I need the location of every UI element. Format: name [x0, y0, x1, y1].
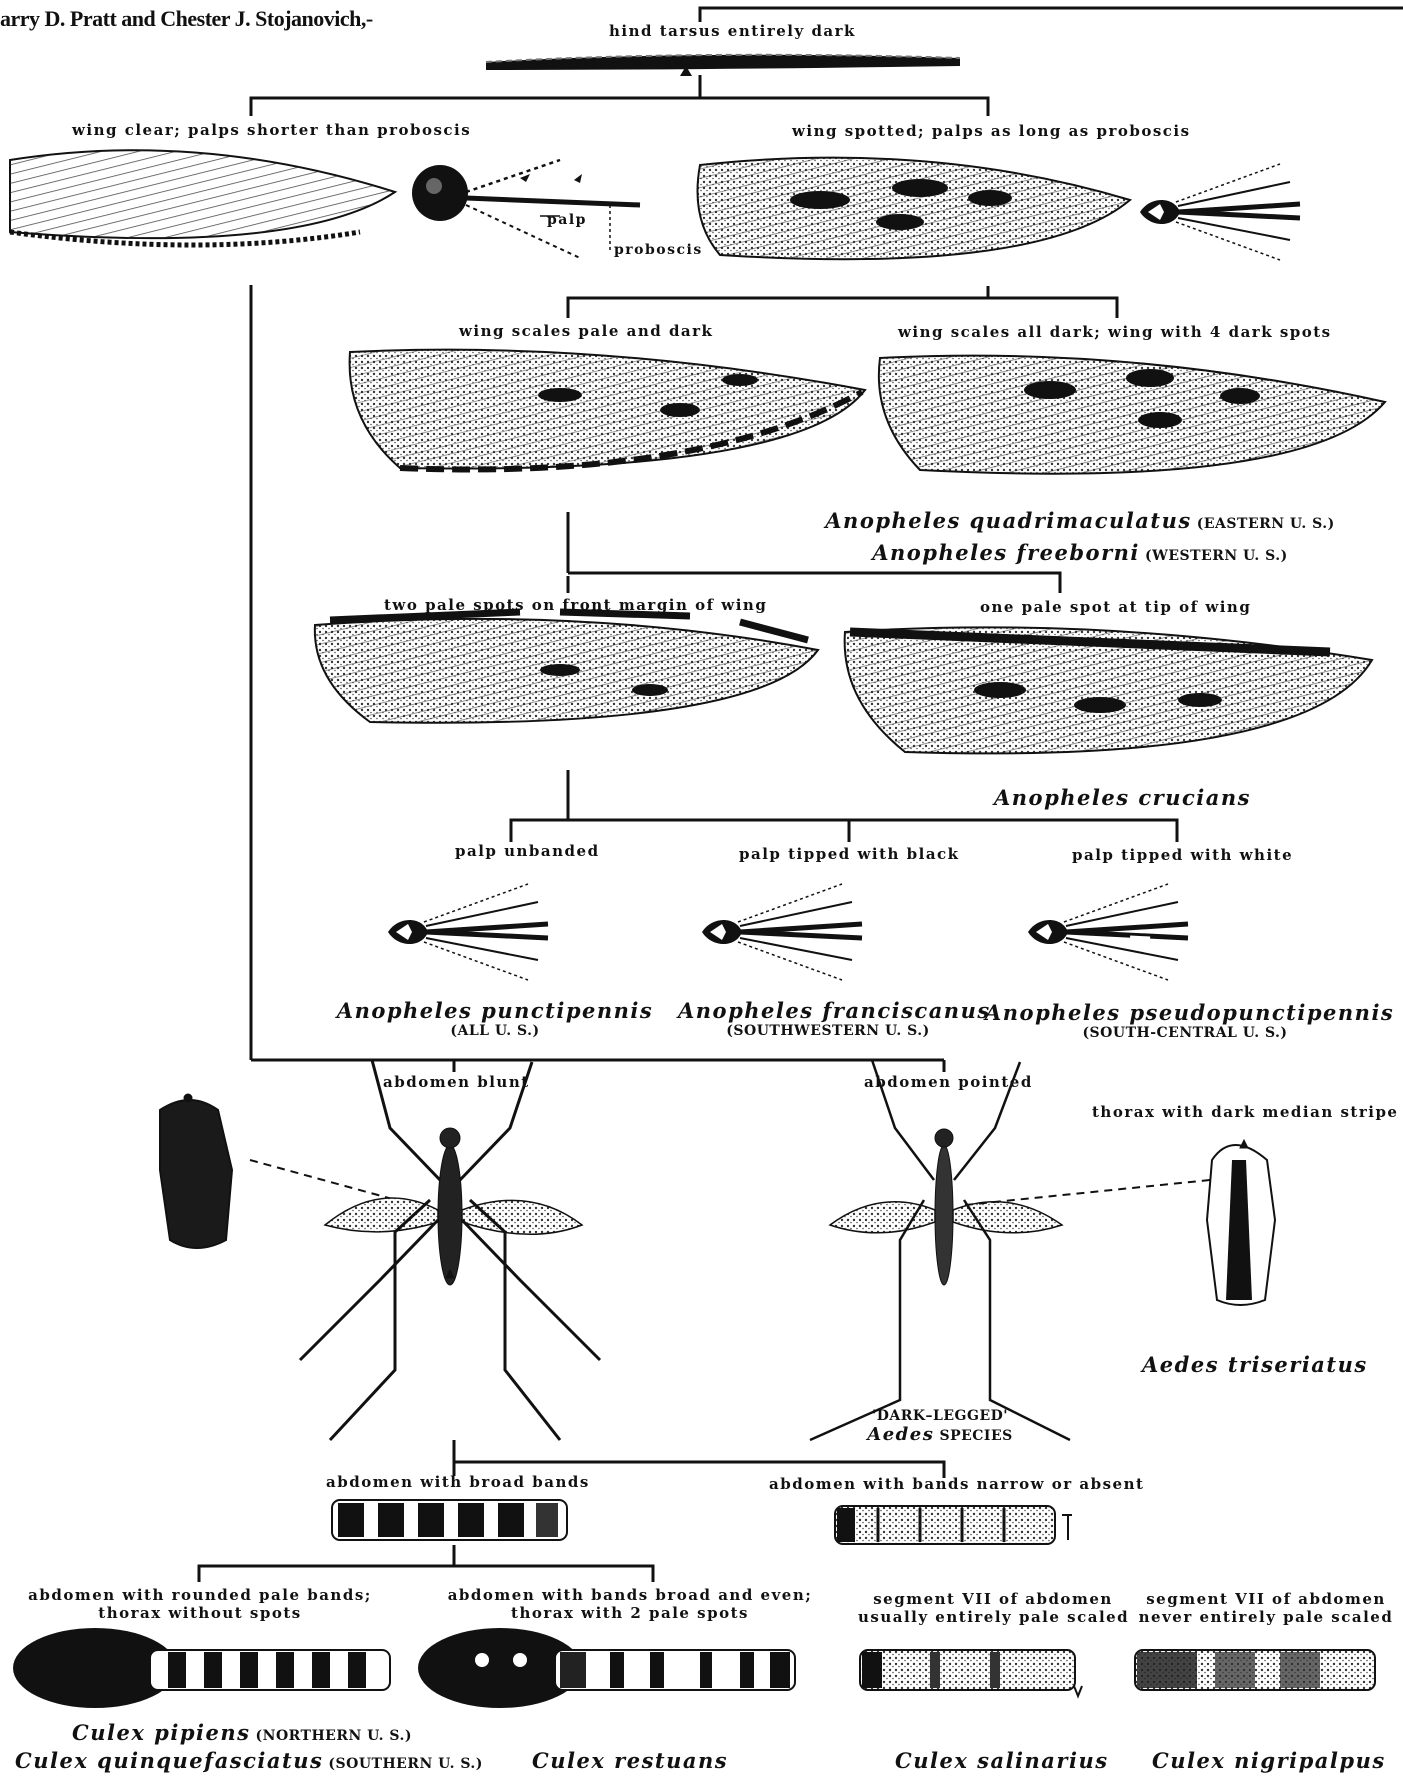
label-wing-clear: wing clear; palps shorter than proboscis: [72, 121, 471, 139]
species-pipiens: Culex pipiens (NORTHERN U. S.): [72, 1720, 412, 1745]
culex-salinarius-drawing: [860, 1650, 1082, 1696]
wing-clear-drawing: [10, 150, 395, 245]
label-palp: palp: [547, 212, 587, 228]
label-one-pale-spot: one pale spot at tip of wing: [980, 598, 1251, 616]
label-thorax-stripe: thorax with dark median stripe: [1092, 1103, 1398, 1121]
label-abdomen-pointed: abdomen pointed: [864, 1073, 1033, 1091]
label-abdomen-blunt: abdomen blunt: [383, 1073, 530, 1091]
label-seg7-pale: segment VII of abdomen usually entirely …: [858, 1590, 1128, 1626]
label-rounded-bands: abdomen with rounded pale bands; thorax …: [20, 1586, 380, 1622]
label-broad-bands: abdomen with broad bands: [326, 1473, 590, 1491]
clear-head-drawing: [412, 160, 640, 258]
species-punctipennis: Anopheles punctipennis (ALL U. S.): [330, 998, 660, 1039]
label-palp-black: palp tipped with black: [739, 845, 960, 863]
palp-tipped-white-drawing: [1028, 884, 1188, 980]
species-triseriatus: Aedes triseriatus: [1142, 1352, 1368, 1377]
label-hind-tarsus: hind tarsus entirely dark: [609, 22, 856, 40]
wing-two-pale-spots-drawing: [315, 612, 818, 723]
culex-nigripalpus-drawing: [1135, 1650, 1375, 1690]
palp-unbanded-drawing: [388, 884, 548, 980]
abdomen-broad-bands-drawing: [332, 1500, 567, 1540]
wing-all-dark-drawing: [879, 356, 1385, 474]
species-salinarius: Culex salinarius: [895, 1748, 1109, 1773]
label-scales-all-dark: wing scales all dark; wing with 4 dark s…: [898, 323, 1332, 341]
label-narrow-bands: abdomen with bands narrow or absent: [769, 1475, 1144, 1493]
dark-legged-aedes: 'DARK–LEGGED' Aedes SPECIES: [810, 1408, 1070, 1445]
abdomen-narrow-bands-drawing: [835, 1506, 1072, 1544]
label-broad-even: abdomen with bands broad and even; thora…: [445, 1586, 815, 1622]
label-scales-pale-dark: wing scales pale and dark: [459, 322, 713, 340]
wing-spotted-drawing: [698, 158, 1131, 260]
wing-one-pale-spot-drawing: [845, 627, 1372, 753]
species-quinquefasciatus: Culex quinquefasciatus (SOUTHERN U. S.): [15, 1748, 483, 1773]
label-two-pale-spots: two pale spots on front margin of wing: [384, 596, 767, 614]
culex-pipiens-drawing: [13, 1628, 390, 1708]
mosquito-blunt-drawing: [160, 1060, 600, 1440]
wing-pale-dark-drawing: [350, 350, 865, 470]
label-palp-unbanded: palp unbanded: [455, 842, 600, 860]
species-quadrimaculatus: Anopheles quadrimaculatus (EASTERN U. S.…: [760, 508, 1400, 533]
label-palp-white: palp tipped with white: [1072, 846, 1293, 864]
species-freeborni: Anopheles freeborni (WESTERN U. S.): [760, 540, 1400, 565]
species-pseudopunctipennis: Anopheles pseudopunctipennis (SOUTH-CENT…: [985, 1000, 1385, 1041]
label-seg7-never: segment VII of abdomen never entirely pa…: [1136, 1590, 1396, 1626]
hind-tarsus-drawing: [486, 55, 960, 76]
authors-credit: arry D. Pratt and Chester J. Stojanovich…: [0, 6, 373, 32]
species-restuans: Culex restuans: [532, 1748, 728, 1773]
species-franciscanus: Anopheles franciscanus (SOUTHWESTERN U. …: [678, 998, 978, 1039]
species-crucians: Anopheles crucians: [994, 785, 1251, 810]
label-proboscis: proboscis: [614, 242, 703, 258]
label-wing-spotted: wing spotted; palps as long as proboscis: [792, 122, 1191, 140]
culex-restuans-drawing: [418, 1628, 795, 1708]
species-nigripalpus: Culex nigripalpus: [1152, 1748, 1386, 1773]
palp-tipped-black-drawing: [702, 884, 862, 980]
